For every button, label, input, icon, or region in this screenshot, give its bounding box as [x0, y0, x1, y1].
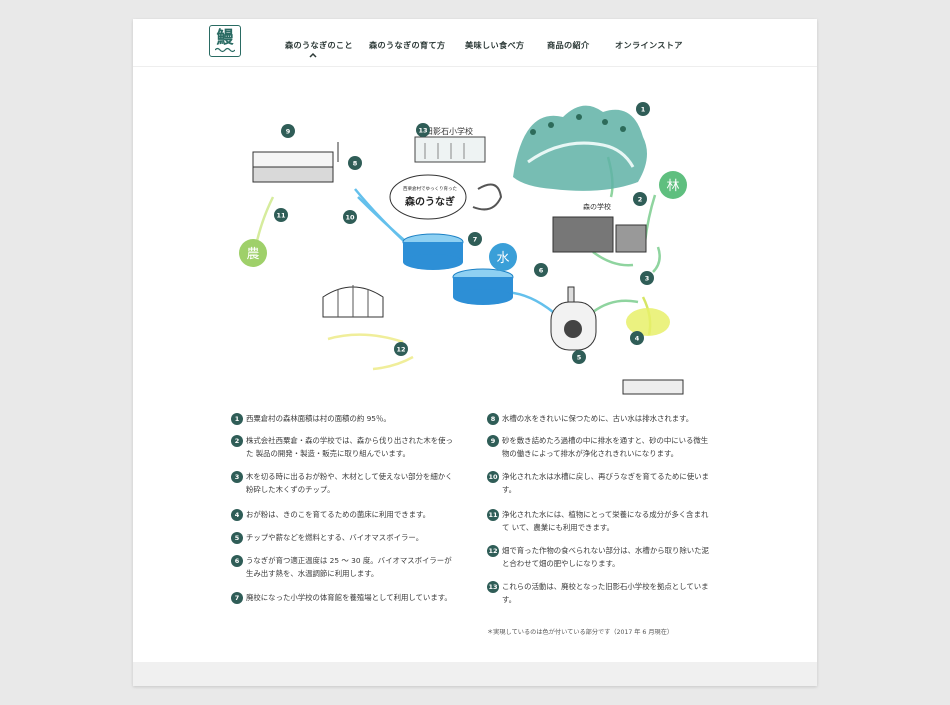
school-sign: 旧影石小学校	[425, 126, 473, 136]
bubble-subtitle: 西栗倉村でゆっくり育った	[403, 185, 457, 192]
nav-item-recipes[interactable]: 美味しい食べ方	[465, 40, 525, 50]
marker-13: 13	[418, 127, 427, 135]
water-badge-label: 水	[496, 251, 509, 266]
logo-glyph: 鰻	[216, 28, 234, 48]
eel-bubble: 西栗倉村でゆっくり育った 森のうなぎ	[389, 174, 503, 220]
farm-badge: 農	[239, 239, 267, 267]
marker-1: 1	[641, 106, 646, 114]
forest-mountain	[513, 105, 647, 191]
bubble-title: 森のうなぎ	[404, 195, 455, 208]
wave-icon	[215, 47, 235, 53]
marker-5: 5	[577, 354, 582, 362]
diagram-markers: 1 2 3 4 5 6 7 8 9 10 11 12 13	[274, 102, 654, 364]
item-text: これらの活動は、廃校となった旧影石小学校を拠点としています。	[502, 582, 709, 604]
nav-item-store[interactable]: オンラインストア	[615, 40, 683, 50]
eel-cycle-diagram: 旧影石小学校 森の学校 西栗倉村でゆっくり育った 森のうなぎ	[239, 102, 687, 395]
page: 鰻 森のうなぎのこと 森のうなぎの育て方 美味しい食べ方 商品の紹介 オンライン…	[133, 19, 817, 686]
item-number: 8	[487, 413, 499, 425]
forest-badge-label: 林	[666, 179, 679, 194]
item-text: 浄化された水は水槽に戻し、再びうなぎを育てるために使います。	[502, 472, 709, 494]
item-number: 1	[231, 413, 243, 425]
item-text: 西粟倉村の森林面積は村の面積の約 95％。	[246, 414, 391, 423]
marker-11: 11	[276, 212, 286, 220]
chevron-up-icon	[309, 52, 317, 58]
farm-badge-label: 農	[246, 247, 259, 262]
nav-item-about[interactable]: 森のうなぎのこと	[285, 40, 353, 50]
site-header: 鰻 森のうなぎのこと 森のうなぎの育て方 美味しい食べ方 商品の紹介 オンライン…	[133, 19, 817, 67]
mushroom-beds	[622, 379, 684, 395]
item-text: チップや薪などを燃料とする、バイオマスボイラー。	[246, 533, 424, 542]
item-text: うなぎが育つ適正温度は 25 〜 30 度。バイオマスボイラーが 生み出す熱を、…	[246, 556, 452, 578]
greenhouse	[322, 285, 384, 318]
marker-9: 9	[286, 128, 291, 136]
item-number: 9	[487, 435, 499, 447]
page-footer	[133, 662, 817, 686]
forest-badge: 林	[659, 171, 687, 199]
item-number: 4	[231, 509, 243, 521]
eel-tanks	[402, 233, 514, 305]
item-text: 浄化された水には、植物にとって栄養になる成分が多く含まれて いて、農業にも利用で…	[502, 510, 709, 532]
item-text: おが粉は、きのこを育てるための菌床に利用できます。	[246, 510, 431, 519]
item-number: 12	[487, 545, 499, 557]
water-badge: 水	[489, 243, 517, 271]
item-number: 6	[231, 555, 243, 567]
item-number: 11	[487, 509, 499, 521]
item-text: 砂を敷き詰めたろ過槽の中に排水を通すと、砂の中にいる微生 物の働きによって排水が…	[502, 436, 709, 458]
footnote: ＊実現しているのは色が付いている部分です（2017 年 6 月現在）	[487, 629, 674, 636]
item-text: 株式会社西粟倉・森の学校では、森から伐り出された木を使った 製品の開発・製造・販…	[246, 436, 453, 458]
nav-item-products[interactable]: 商品の紹介	[547, 40, 590, 50]
marker-6: 6	[539, 267, 544, 275]
marker-3: 3	[645, 275, 650, 283]
item-number: 3	[231, 471, 243, 483]
item-text: 畑で育った作物の食べられない部分は、水槽から取り除いた泥 と合わせて畑の肥やしに…	[502, 546, 709, 568]
biomass-boiler	[550, 286, 597, 351]
item-number: 2	[231, 435, 243, 447]
eel-logo[interactable]: 鰻	[209, 25, 241, 57]
old-school: 旧影石小学校	[414, 126, 486, 163]
marker-4: 4	[635, 335, 640, 343]
marker-12: 12	[396, 346, 405, 354]
item-text: 木を切る時に出るおが粉や、木材として使えない部分を細かく粉砕した木くずのチップ。	[246, 472, 453, 494]
item-text: 廃校になった小学校の体育館を養殖場として利用しています。	[246, 593, 452, 602]
mori-sign: 森の学校	[583, 202, 611, 211]
item-number: 10	[487, 471, 499, 483]
marker-2: 2	[638, 196, 643, 204]
item-number: 7	[231, 592, 243, 604]
item-number: 5	[231, 532, 243, 544]
filter-tank	[252, 142, 339, 183]
nav-item-raising[interactable]: 森のうなぎの育て方	[369, 40, 446, 50]
item-number: 13	[487, 581, 499, 593]
wood-chip-glow	[626, 308, 670, 336]
item-text: 水槽の水をきれいに保つために、古い水は排水されます。	[502, 414, 694, 423]
marker-8: 8	[353, 160, 358, 168]
marker-10: 10	[345, 214, 355, 222]
mori-school-building: 森の学校	[552, 202, 647, 253]
marker-7: 7	[473, 236, 478, 244]
